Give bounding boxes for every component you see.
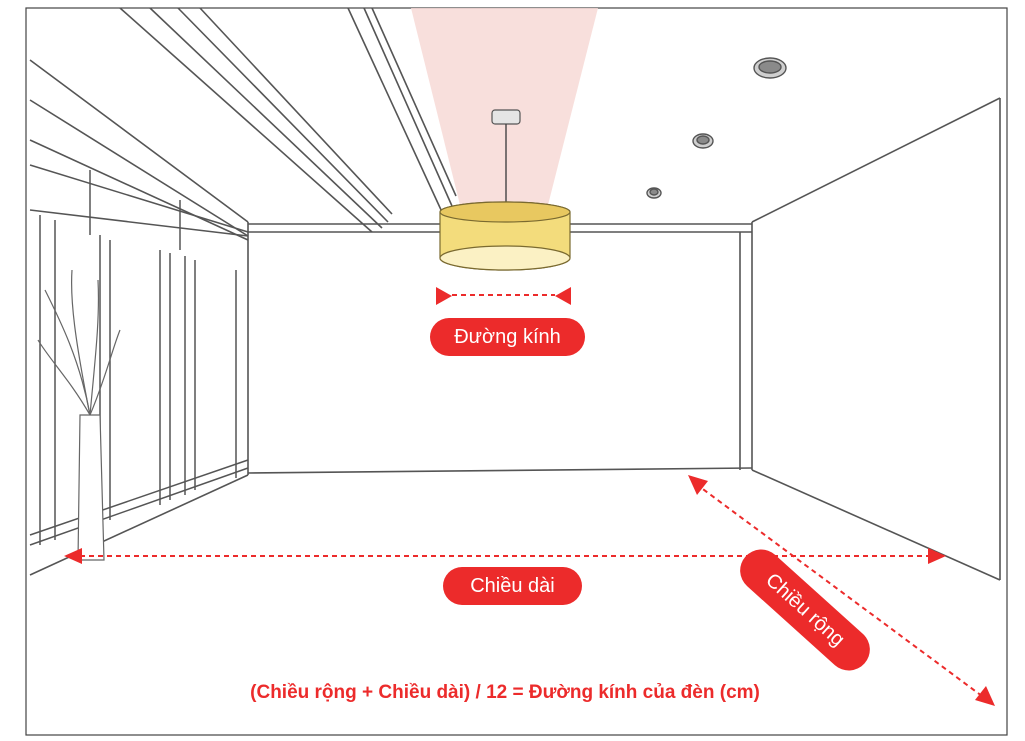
length-arrow [64, 548, 946, 564]
formula-text: (Chiều rộng + Chiều dài) / 12 = Đường kí… [250, 682, 760, 703]
ceiling-beams [29, 7, 457, 241]
length-label: Chiều dài [443, 567, 582, 605]
width-arrow [688, 475, 995, 706]
window-wall [29, 164, 249, 546]
pendant-lamp [439, 109, 571, 271]
room-edges [29, 97, 1001, 581]
diameter-arrow [436, 287, 571, 305]
vase-plant [37, 269, 121, 561]
light-beam [411, 8, 598, 205]
ceiling-spotlights [646, 57, 787, 199]
diameter-label: Đường kính [430, 318, 585, 356]
